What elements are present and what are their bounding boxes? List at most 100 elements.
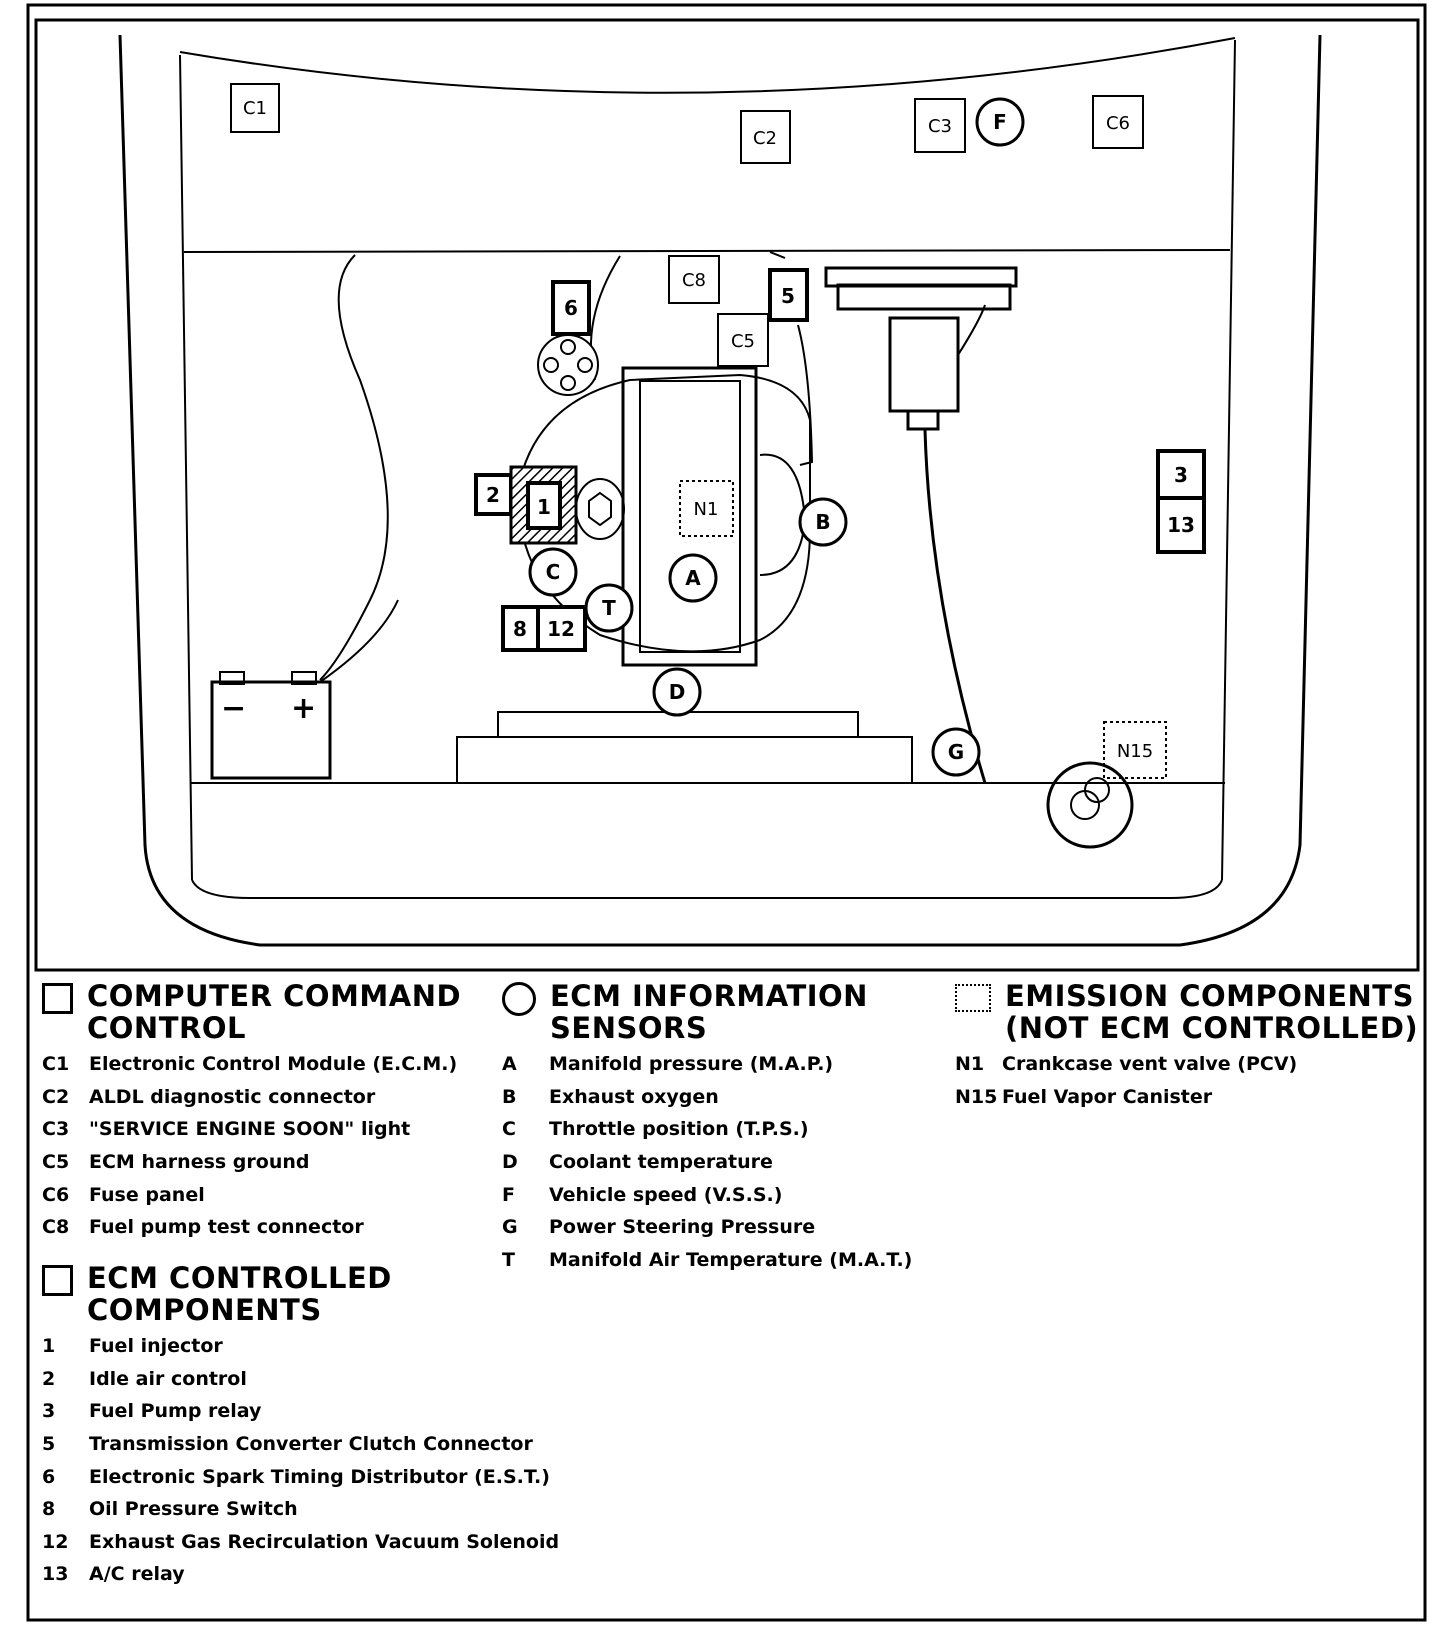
legend-item-label: Fuel Vapor Canister [1002, 1085, 1213, 1108]
legend-item-code: C6 [42, 1183, 70, 1206]
svg-text:B: B [815, 510, 830, 534]
component-13: 13 [1156, 496, 1206, 554]
cowl-curve [179, 37, 1236, 94]
component-n15: N15 [1103, 721, 1167, 779]
legend-item-label: "SERVICE ENGINE SOON" light [89, 1118, 411, 1141]
legend-item-label: Throttle position (T.P.S.) [549, 1118, 809, 1141]
legend-item-label: Electronic Spark Timing Distributor (E.S… [89, 1465, 550, 1488]
component-12: 12 [536, 605, 587, 652]
sensor-b: B [798, 497, 848, 547]
legend-computer-command-title: COMPUTER COMMAND CONTROL [87, 979, 462, 1045]
legend-item-label: Oil Pressure Switch [89, 1498, 298, 1521]
compartment-inner [179, 39, 1236, 899]
component-c3: C3 [914, 98, 966, 153]
canister-outer [1046, 761, 1134, 849]
legend-item-code: A [502, 1053, 517, 1076]
legend-item-label: Coolant temperature [549, 1151, 773, 1174]
component-c1: C1 [230, 83, 280, 133]
legend-item-label: Manifold Air Temperature (M.A.T.) [549, 1248, 913, 1271]
legend-item-code: C [502, 1118, 516, 1141]
component-1: 1 [509, 465, 578, 545]
square-symbol-icon [42, 983, 73, 1014]
legend-item-code: G [502, 1216, 518, 1239]
svg-text:C2: C2 [753, 128, 777, 149]
component-5: 5 [768, 268, 809, 322]
engine-bay-outline [118, 34, 1322, 947]
component-c6: C6 [1092, 95, 1144, 149]
svg-text:6: 6 [564, 296, 578, 320]
component-c8: C8 [668, 255, 720, 304]
legend-emission-header: EMISSION COMPONENTS (NOT ECM CONTROLLED) [955, 980, 1425, 1044]
legend-item-code: N1 [955, 1053, 985, 1076]
legend-item-label: Power Steering Pressure [549, 1216, 816, 1239]
legend-ecm-controlled-title: ECM CONTROLLED COMPONENTS [87, 1261, 392, 1327]
legend-item: C3 "SERVICE ENGINE SOON" light [42, 1113, 482, 1146]
sensor-t: T [584, 583, 634, 633]
legend-item-label: ALDL diagnostic connector [89, 1085, 376, 1108]
legend-item-code: C5 [42, 1151, 70, 1174]
battery-cable [319, 599, 399, 683]
battery-body [210, 680, 332, 780]
legend-ecm-sensors-header: ECM INFORMATION SENSORS [502, 980, 942, 1044]
wire-5 [797, 324, 814, 466]
legend-item: C Throttle position (T.P.S.) [502, 1113, 942, 1146]
master-cylinder [888, 316, 960, 413]
svg-text:13: 13 [1167, 513, 1195, 537]
svg-text:A: A [685, 566, 701, 590]
svg-text:5: 5 [781, 284, 795, 308]
battery-plus: + [291, 691, 316, 726]
svg-text:C5: C5 [731, 331, 755, 352]
square-symbol-icon [42, 1265, 73, 1296]
legend-item: 1 Fuel injector [42, 1330, 542, 1363]
legend-ecm-controlled-header: ECM CONTROLLED COMPONENTS [42, 1262, 542, 1326]
distributor-term-4 [560, 375, 576, 391]
legend-item-code: 5 [42, 1433, 56, 1456]
legend-item: 3 Fuel Pump relay [42, 1395, 542, 1428]
legend-item-code: B [502, 1085, 517, 1108]
radiator-core [456, 736, 913, 784]
legend-item-label: ECM harness ground [89, 1151, 310, 1174]
svg-text:F: F [993, 110, 1007, 134]
svg-text:C6: C6 [1106, 113, 1130, 134]
legend-item-code: C3 [42, 1118, 70, 1141]
component-c5: C5 [717, 313, 769, 367]
component-8: 8 [501, 605, 540, 652]
legend-item-label: Electronic Control Module (E.C.M.) [89, 1053, 458, 1076]
battery-post-pos [291, 671, 317, 685]
canister-ring-a [1070, 790, 1100, 820]
legend-item-label: Fuel injector [89, 1335, 223, 1358]
legend-item-label: Fuel Pump relay [89, 1400, 262, 1423]
component-n1: N1 [679, 480, 734, 537]
component-6: 6 [551, 280, 591, 336]
legend-ecm-sensors-title: ECM INFORMATION SENSORS [550, 979, 868, 1045]
legend-item: G Power Steering Pressure [502, 1211, 942, 1244]
svg-text:N15: N15 [1117, 741, 1153, 762]
legend-item-code: C8 [42, 1216, 70, 1239]
throttle-body [575, 478, 625, 540]
legend-item-code: 1 [42, 1335, 56, 1358]
booster-top [824, 266, 1018, 288]
legend-item-label: A/C relay [89, 1563, 185, 1586]
legend-item-code: T [502, 1248, 515, 1271]
sensor-g: G [931, 727, 981, 777]
legend-item: C5 ECM harness ground [42, 1146, 482, 1179]
legend-item-label: Vehicle speed (V.S.S.) [549, 1183, 783, 1206]
intake-inner [639, 380, 741, 653]
distributor-term-1 [560, 339, 576, 355]
legend-item-label: Fuse panel [89, 1183, 205, 1206]
legend-item-code: 3 [42, 1400, 56, 1423]
